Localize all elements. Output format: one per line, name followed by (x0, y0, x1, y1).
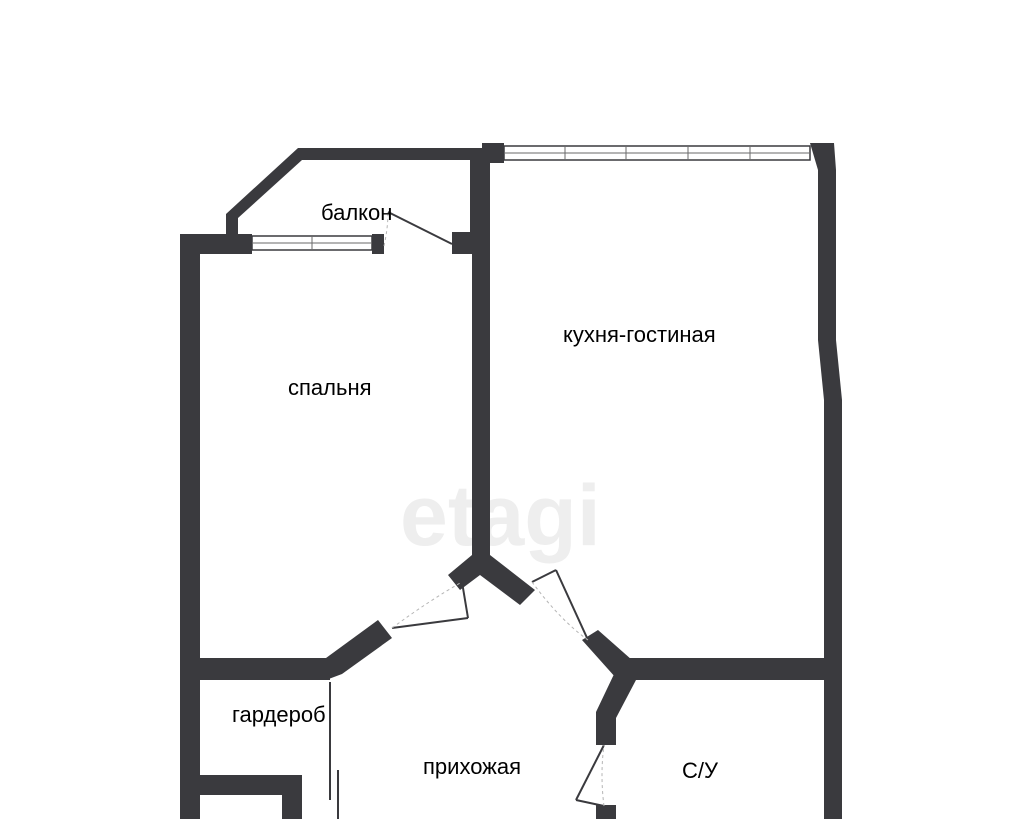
bedroom-top-wall-right (372, 234, 384, 254)
room-label-bathroom: С/У (682, 758, 719, 783)
bedroom-door (391, 581, 469, 629)
balcony-door (383, 211, 453, 247)
kitchen-door (531, 569, 589, 641)
wardrobe-corner-wall (282, 775, 302, 819)
room-label-kitchen-living: кухня-гостиная (563, 322, 716, 347)
bathroom-left-wall-lower (596, 805, 616, 819)
room-label-wardrobe: гардероб (232, 702, 326, 727)
balcony-door-jamb (452, 232, 472, 254)
kitchen-right-wall (810, 143, 842, 819)
bathroom-door (575, 744, 605, 807)
kitchen-bottom-wall (628, 658, 842, 680)
bedroom-top-wall-left (180, 234, 252, 254)
bedroom-window (251, 235, 373, 251)
bedroom-left-wall (180, 234, 200, 819)
bedroom-door-wall (326, 620, 392, 680)
bedroom-bottom-wall (180, 658, 330, 680)
kitchen-top-wall-left (482, 143, 504, 163)
walls (180, 143, 842, 819)
kitchen-door-wall (582, 630, 632, 678)
wardrobe-sliding-door (329, 682, 339, 819)
room-label-bedroom: спальня (288, 375, 372, 400)
room-label-balcony: балкон (321, 200, 392, 225)
wardrobe-bottom-wall (180, 775, 302, 795)
room-label-hallway: прихожая (423, 754, 521, 779)
balcony-wall (226, 148, 482, 234)
kitchen-window (503, 145, 811, 161)
watermark: etagi (400, 468, 601, 564)
bathroom-left-wall (596, 670, 636, 745)
